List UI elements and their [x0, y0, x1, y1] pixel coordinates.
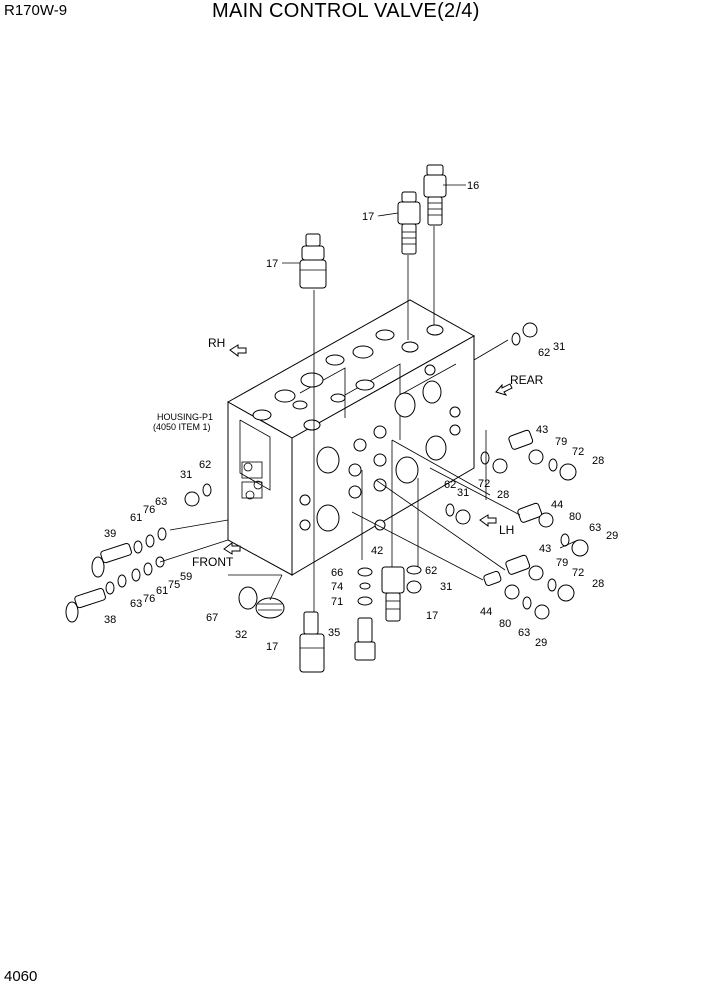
- page-number: 4060: [4, 968, 38, 985]
- part-35: [354, 617, 376, 661]
- callout: 35: [328, 627, 340, 639]
- callout: 44: [480, 606, 492, 618]
- valve-housing: [226, 299, 476, 576]
- part-relief-valve-16: [423, 164, 447, 226]
- direction-indicators: RH REAR LH FRONT: [192, 336, 544, 569]
- callout: 61: [156, 585, 168, 597]
- direction-front: FRONT: [192, 555, 234, 569]
- callout: 62: [425, 565, 437, 577]
- callout: 29: [606, 530, 618, 542]
- callout: 44: [551, 499, 563, 511]
- callout: 62: [538, 347, 550, 359]
- callout: 67: [206, 612, 218, 624]
- callout: 17: [426, 610, 438, 622]
- callout: 31: [553, 341, 565, 353]
- callout: 38: [104, 614, 116, 626]
- oring-67: [238, 586, 258, 610]
- callout: 63: [130, 598, 142, 610]
- callout: 75: [168, 579, 180, 591]
- callout: 28: [592, 578, 604, 590]
- callout: 59: [180, 571, 192, 583]
- callout: 72: [478, 478, 490, 490]
- callout: 63: [518, 627, 530, 639]
- part-spool-39: [91, 543, 132, 578]
- callout: 74: [331, 581, 343, 593]
- callout: 31: [457, 487, 469, 499]
- part-relief-valve-17-upper: [397, 191, 421, 255]
- arrow-rear-icon: [495, 383, 513, 396]
- callout: 31: [440, 581, 452, 593]
- callout: 63: [155, 496, 167, 508]
- callout: 80: [499, 618, 511, 630]
- part-spool-38: [65, 588, 106, 623]
- arrow-lh-icon: [479, 514, 497, 527]
- part-relief-valve-17-middle: [381, 566, 405, 622]
- part-relief-valve-17-left: [299, 233, 327, 289]
- callout: 43: [536, 424, 548, 436]
- callout: 76: [143, 593, 155, 605]
- direction-lh: LH: [499, 523, 514, 537]
- part-plug-32: [255, 597, 285, 619]
- parts-right-assemblies: [374, 322, 589, 620]
- direction-rear: REAR: [510, 373, 544, 387]
- callout: 66: [331, 567, 343, 579]
- callout: 28: [497, 489, 509, 501]
- direction-rh: RH: [208, 336, 225, 350]
- callout: 43: [539, 543, 551, 555]
- housing-label-line2: (4050 ITEM 1): [153, 422, 211, 432]
- page-title: MAIN CONTROL VALVE(2/4): [212, 0, 480, 22]
- model-label: R170W-9: [4, 2, 68, 19]
- callout: 16: [467, 180, 479, 192]
- arrow-front-icon: [223, 542, 241, 555]
- callout: 39: [104, 528, 116, 540]
- callout: 61: [130, 512, 142, 524]
- arrow-rh-icon: [229, 344, 247, 357]
- callout: 80: [569, 511, 581, 523]
- callout: 62: [444, 479, 456, 491]
- callout: 79: [555, 436, 567, 448]
- callout: 76: [143, 504, 155, 516]
- callout: 17: [266, 641, 278, 653]
- callout: 79: [556, 557, 568, 569]
- callout: 17: [362, 211, 374, 223]
- small-seals-middle: [357, 565, 422, 606]
- leader-lines: [159, 184, 579, 612]
- callout: 17: [266, 258, 278, 270]
- small-seals-left: [105, 483, 212, 595]
- housing-label-line1: HOUSING-P1: [157, 412, 213, 422]
- callout: 71: [331, 596, 343, 608]
- callout: 28: [592, 455, 604, 467]
- callout: 29: [535, 637, 547, 649]
- callout: 63: [589, 522, 601, 534]
- callout: 72: [572, 446, 584, 458]
- part-relief-valve-17-bottom: [299, 611, 325, 673]
- callouts: 16 17 17 31 62 43 79 72 28 62 31 72 28 4…: [104, 180, 618, 653]
- callout: 42: [371, 545, 383, 557]
- callout: 62: [199, 459, 211, 471]
- callout: 32: [235, 629, 247, 641]
- callout: 72: [572, 567, 584, 579]
- callout: 31: [180, 469, 192, 481]
